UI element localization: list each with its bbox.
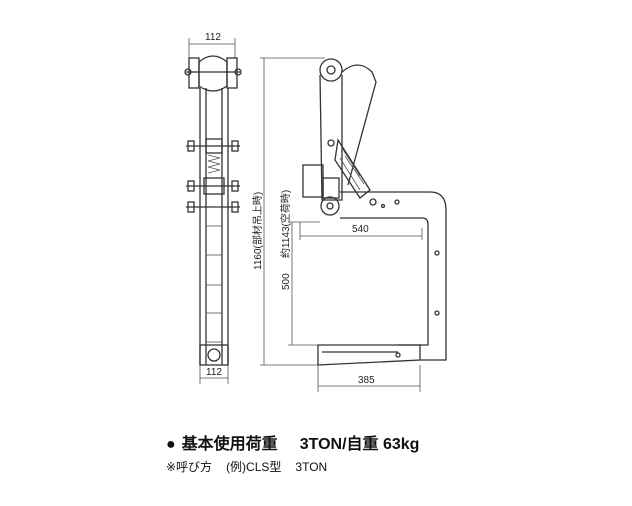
jaw-opening-dimension: 500	[281, 273, 292, 290]
note-prefix: ※呼び方	[166, 460, 213, 474]
side-view: 112	[184, 32, 242, 384]
bottom-width-dimension: 112	[206, 367, 222, 378]
note-example: (例)CLS型	[226, 460, 282, 474]
jaw-length-dimension: 540	[352, 224, 369, 235]
lower-jaw-dimension: 385	[358, 375, 375, 386]
load-value: 3TON/自重 63kg	[299, 436, 420, 453]
empty-height-dimension: 約1143(空荷時)	[279, 190, 292, 258]
top-width-dimension: 112	[205, 32, 221, 43]
clamp-technical-drawing: 112	[184, 32, 447, 392]
front-view: 540 385 1160(部材吊上時) 約1143(空荷時) 500	[251, 57, 447, 392]
bullet-icon: ●	[166, 436, 176, 453]
spec-line: ● 基本使用荷重 3TON/自重 63kg	[166, 430, 419, 454]
note-example-value: 3TON	[295, 460, 328, 474]
load-label: 基本使用荷重	[181, 436, 278, 453]
overall-height-dimension: 1160(部材吊上時)	[251, 192, 264, 270]
naming-note: ※呼び方 (例)CLS型 3TON	[166, 458, 327, 475]
